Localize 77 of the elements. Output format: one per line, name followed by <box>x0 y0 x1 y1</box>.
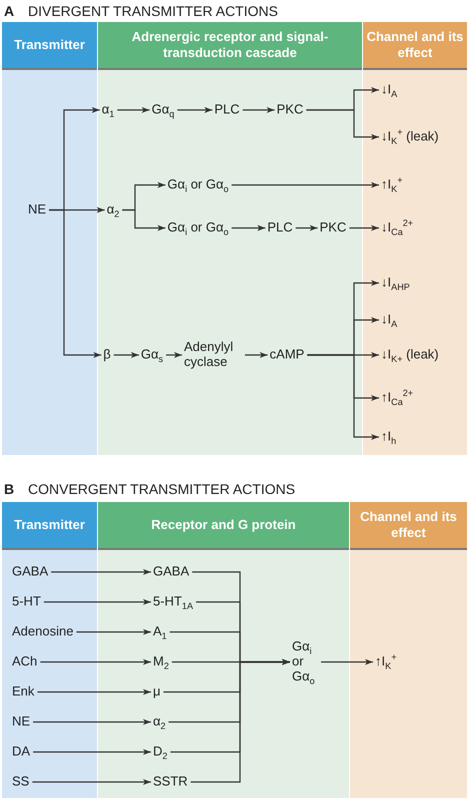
transmitter-label: ACh <box>12 654 38 670</box>
arrow <box>306 109 379 140</box>
signaling-step-label: 5-HT$_{1A}$ <box>153 594 194 610</box>
column-header: Receptor and G protein <box>98 502 349 550</box>
transmitter-label: Enk <box>12 684 34 700</box>
column-header: Adrenergic receptor and signal-transduction cascade <box>98 22 362 70</box>
column-panel <box>363 22 467 455</box>
arrow <box>33 719 151 725</box>
signaling-step-label: SSTR <box>153 774 188 790</box>
transmitter-label: GABA <box>12 564 48 580</box>
signaling-step-label: D$_{2}$ <box>153 744 168 760</box>
column-panel <box>2 22 97 455</box>
column-panel <box>98 502 349 798</box>
signaling-step-label: α$_{2}$ <box>106 202 120 218</box>
channel-effect-label: ↓I$_{A}$ <box>381 82 398 98</box>
signaling-step-label: PLC <box>214 102 240 118</box>
column-panel <box>350 502 467 798</box>
column-panel <box>2 502 97 798</box>
column-header: Transmitter <box>2 22 97 70</box>
column-header: Channel and its effect <box>350 502 467 550</box>
signaling-step-label: α$_{2}$ <box>153 714 166 730</box>
signaling-step-label: PLC <box>267 220 293 236</box>
arrow <box>177 107 212 113</box>
arrow <box>40 659 151 665</box>
arrow <box>190 659 290 783</box>
panel-title: CONVERGENT TRANSMITTER ACTIONS <box>28 481 296 497</box>
arrow <box>114 352 139 358</box>
arrow <box>349 225 379 231</box>
signaling-step-label: Adenylyl cyclase <box>184 340 242 370</box>
arrow <box>296 225 318 231</box>
signaling-step-label: Gα$_{i}$ or Gα$_{o}$ <box>167 178 229 192</box>
signaling-step-label: α$_{1}$ <box>102 102 114 118</box>
channel-effect-label: ↓I$_{K}$$^{+}$ (leak) <box>381 130 439 144</box>
signaling-step-label: Gα$_{i}$ or Gα$_{o}$ <box>292 640 318 684</box>
panel-letter: A <box>4 3 14 19</box>
arrow <box>232 225 266 231</box>
signaling-step-label: A$_{1}$ <box>153 624 167 640</box>
arrow <box>307 354 379 440</box>
signaling-step-label: cAMP <box>270 348 304 362</box>
arrow <box>242 107 275 113</box>
arrow <box>232 182 379 188</box>
channel-effect-label: ↓I$_{A}$ <box>381 312 398 328</box>
arrow <box>49 209 102 358</box>
channel-effect-label: ↓I$_{AHP}$ <box>381 276 410 290</box>
signaling-step-label: Gα$_{q}$ <box>152 102 174 118</box>
arrow <box>117 107 150 113</box>
transmitter-label: NE <box>28 202 46 218</box>
signaling-step-label: β <box>103 348 111 362</box>
panel-letter: B <box>4 481 14 497</box>
column-header: Transmitter <box>2 502 97 550</box>
arrow <box>166 352 182 358</box>
signaling-step-label: PKC <box>276 102 304 118</box>
signaling-step-label: GABA <box>153 564 190 580</box>
arrow <box>76 629 151 635</box>
transmitter-label: SS <box>12 774 30 790</box>
arrow <box>44 599 151 605</box>
transmitter-label: DA <box>12 744 30 760</box>
channel-effect-label: ↓I$_{K+}$ (leak) <box>381 348 439 362</box>
signaling-step-label: M$_{2}$ <box>153 654 169 670</box>
signaling-step-label: PKC <box>320 220 346 236</box>
arrow <box>37 689 151 695</box>
arrow <box>51 569 151 575</box>
column-panel <box>98 22 362 455</box>
arrow <box>321 659 373 665</box>
arrow <box>33 749 151 755</box>
transmitter-label: NE <box>12 714 30 730</box>
signaling-step-label: Gα$_{i}$ or Gα$_{o}$ <box>167 220 229 236</box>
signaling-step-label: Gα$_{s}$ <box>140 348 164 362</box>
arrow <box>32 779 151 785</box>
transmitter-label: Adenosine <box>12 624 74 640</box>
column-header: Channel and its effect <box>363 22 467 70</box>
signaling-step-label: μ <box>153 684 160 700</box>
panel-title: DIVERGENT TRANSMITTER ACTIONS <box>28 3 278 19</box>
channel-effect-label: ↑I$_{h}$ <box>381 430 396 444</box>
arrow <box>245 352 268 358</box>
arrow <box>122 209 166 231</box>
transmitter-label: 5-HT <box>12 594 41 610</box>
